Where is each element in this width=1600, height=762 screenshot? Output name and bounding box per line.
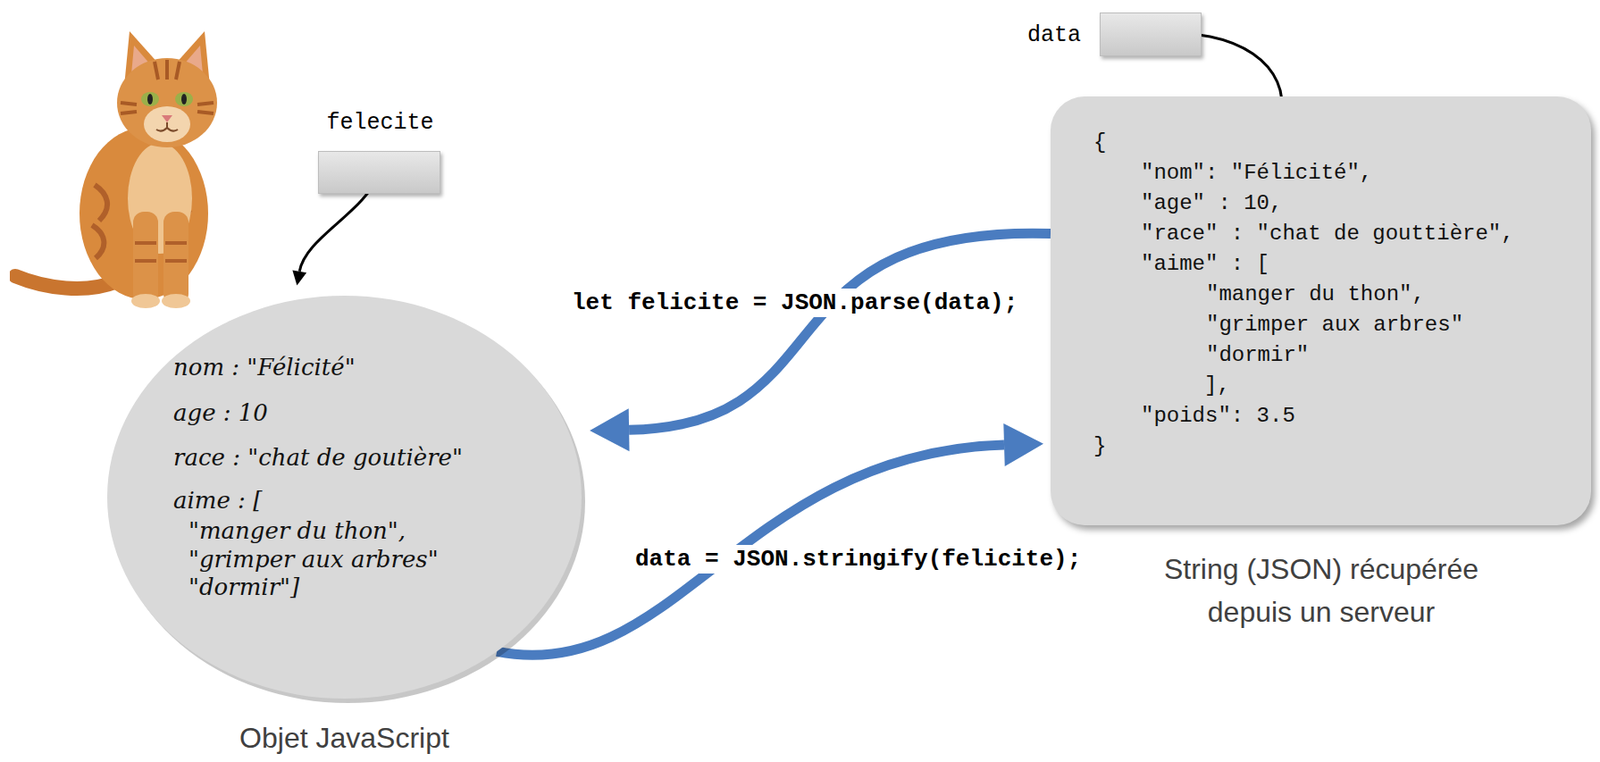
json-line: { — [1093, 127, 1106, 159]
object-property: aime : [ — [173, 485, 262, 515]
arrowhead — [292, 269, 307, 285]
connector-line — [628, 233, 1051, 430]
cat-illustration — [9, 15, 246, 310]
json-line: "age" : 10, — [1140, 188, 1282, 219]
object-property: race : "chat de goutière" — [173, 443, 463, 472]
variable-box: data — [1099, 12, 1202, 57]
json-line: "grimper aux arbres" — [1206, 309, 1464, 341]
json-line: "manger du thon", — [1206, 279, 1425, 310]
json-line: } — [1093, 431, 1106, 462]
variable-name: felecite — [318, 105, 442, 142]
variable-name: data — [1027, 17, 1081, 54]
arrowhead — [589, 408, 629, 452]
caption: String (JSON) récupérée depuis un serveu… — [1133, 547, 1509, 634]
edge-label: let felicite = JSON.parse(data); — [568, 288, 1022, 318]
object-property: nom : "Félicité" — [173, 352, 356, 382]
json-line: "nom": "Félicité", — [1140, 158, 1373, 189]
json-line: ], — [1204, 370, 1231, 402]
object-property: age : 10 — [173, 398, 269, 428]
caption: Objet JavaScript — [101, 716, 587, 760]
object-property: "manger du thon", — [188, 516, 406, 545]
variable-box: felecite — [318, 150, 441, 194]
json-box: { "nom": "Félicité","age" : 10,"race" : "… — [1050, 96, 1592, 526]
object-property: "grimper aux arbres" — [188, 544, 439, 574]
edge-label: data = JSON.stringify(felicite); — [631, 544, 1085, 574]
conversion-arrow — [589, 233, 1051, 452]
json-line: "dormir" — [1206, 340, 1309, 371]
arrowhead — [1003, 423, 1044, 467]
object-property: "dormir"] — [188, 572, 300, 602]
ellipse-fill — [107, 295, 582, 699]
json-line: "poids": 3.5 — [1140, 401, 1296, 432]
json-line: "race" : "chat de gouttière", — [1140, 218, 1515, 250]
json-line: "aime" : [ — [1140, 249, 1270, 280]
object-circle: nom : "Félicité" age : 10 race : "chat de … — [101, 290, 587, 704]
